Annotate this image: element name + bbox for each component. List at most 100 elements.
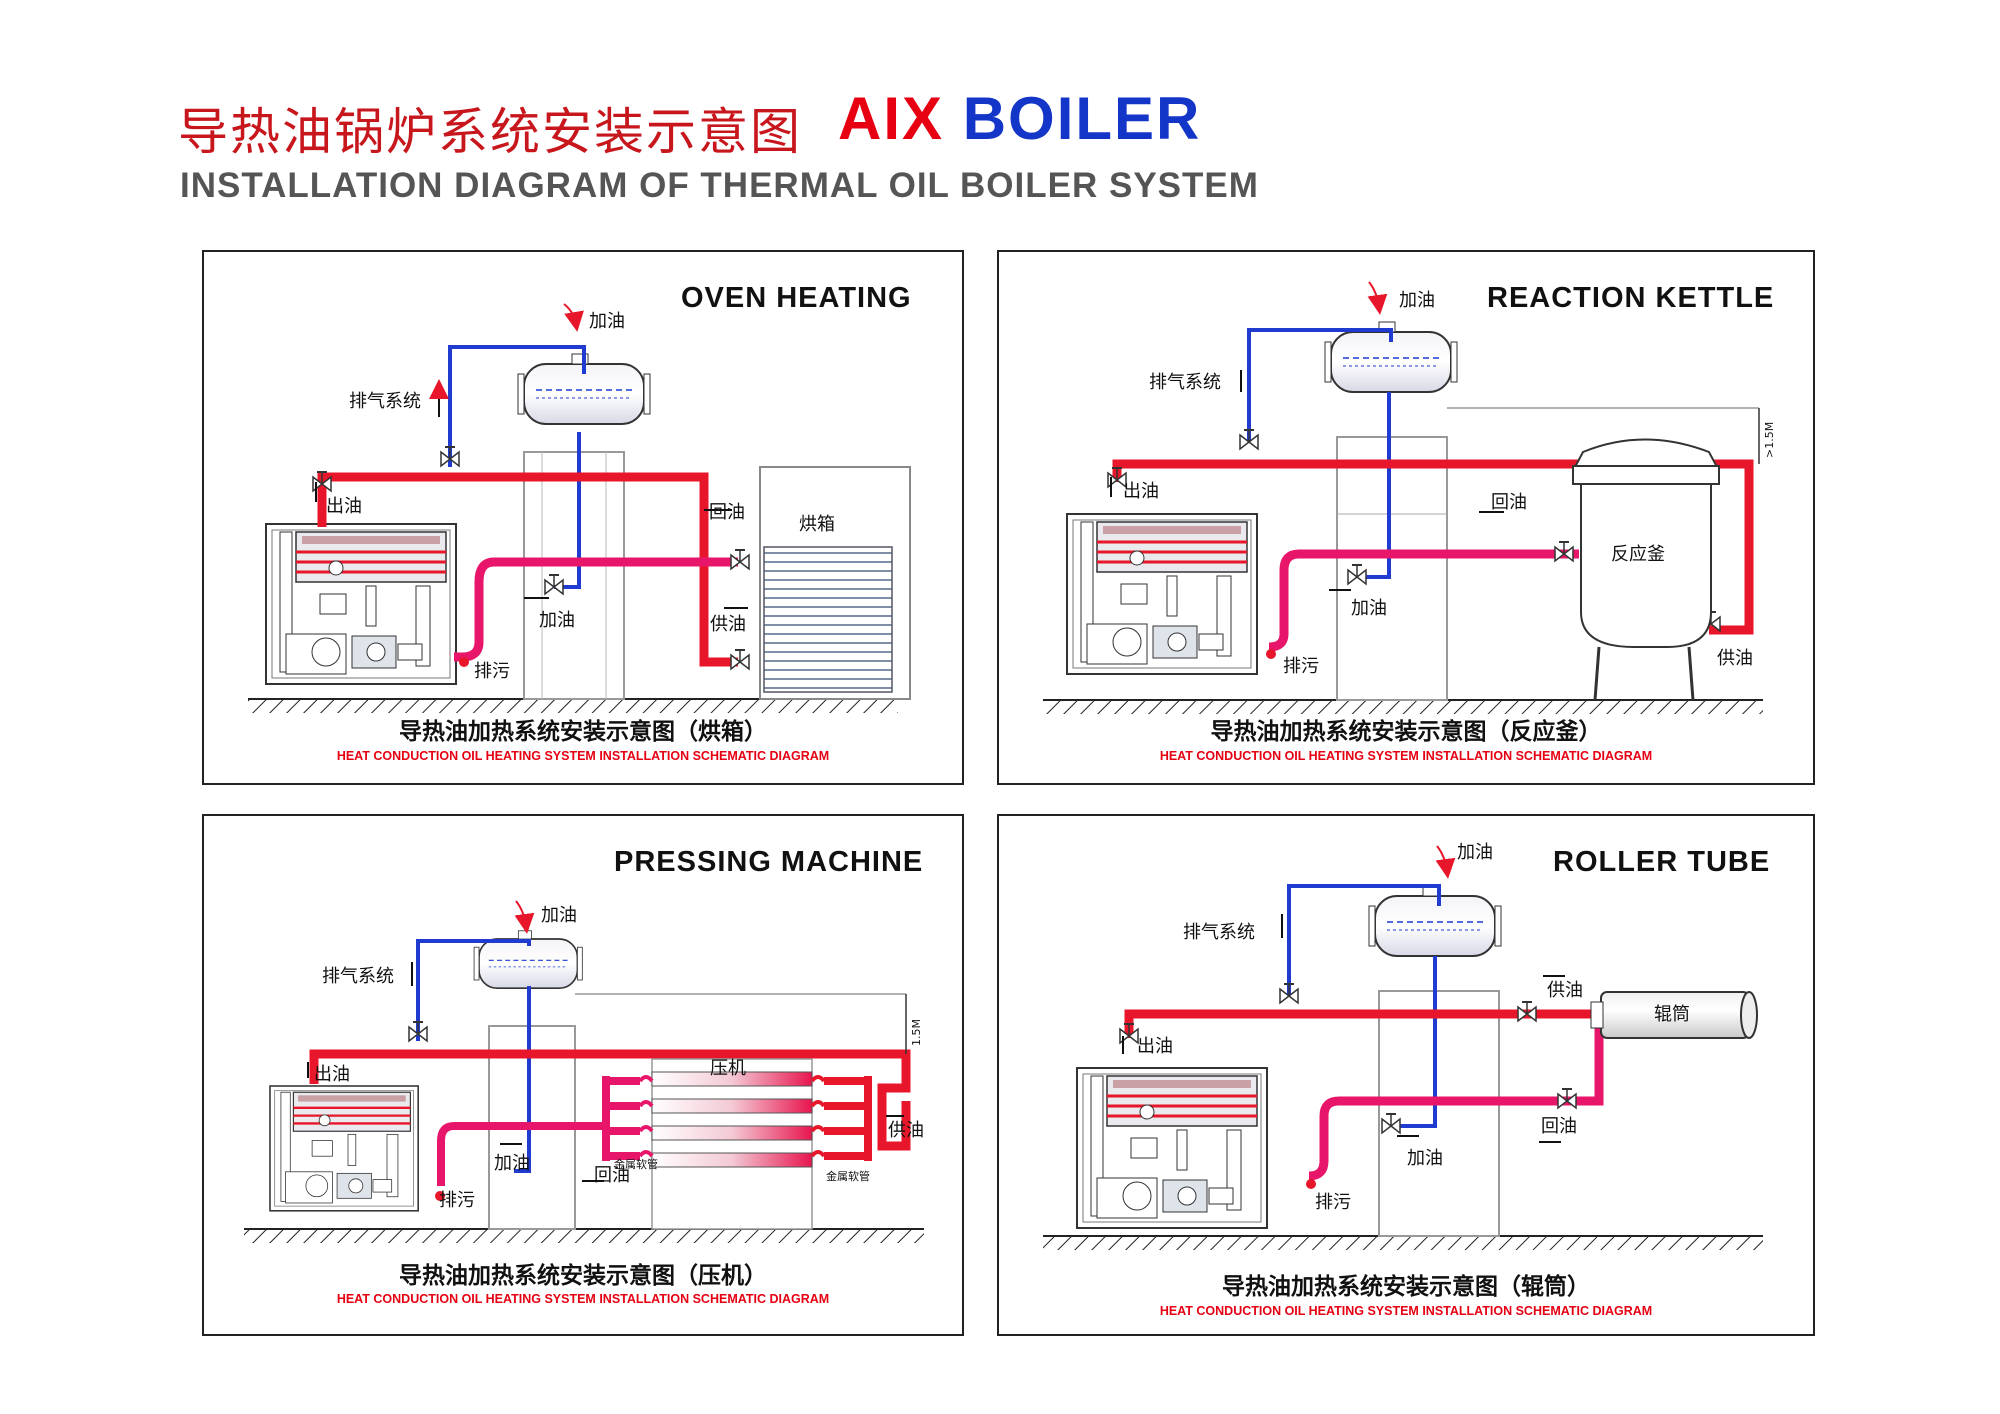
ground [248,699,898,713]
return-pipe [437,1122,606,1186]
expansion-tank [1368,885,1502,957]
ground [244,1229,924,1243]
panel-caption-en: HEAT CONDUCTION OIL HEATING SYSTEM INSTA… [336,1292,830,1306]
label-roller: 辊筒 [1654,1004,1690,1025]
label-outlet: 出油 [326,496,362,517]
panel-caption-cn: 导热油加热系统安装示意图（反应釜） [1210,719,1602,745]
drain-point [459,657,469,667]
label-outlet: 出油 [1137,1036,1173,1057]
return-manifold [602,1076,640,1161]
vent-valve [1239,429,1259,450]
label-supply: 供油 [1547,980,1583,1001]
panel-roller-tube: ROLLER TUBE 加油 排气系统 出油 供油 辊筒 回油 加油 排污 导热… [997,814,1815,1336]
panel-reaction-kettle: REACTION KETTLE 加油 排气系统 出油 回油 反应釜 加油 供油 … [997,250,1815,785]
panel-heading: ROLLER TUBE [1553,846,1771,878]
label-supply: 供油 [1717,648,1753,669]
vent-pipe [448,345,586,467]
refill-pipe [1359,392,1391,579]
return-pipe [1268,549,1579,652]
vent-pipe [1287,884,1441,996]
kettle-diagram [1043,281,1763,714]
label-return-oil: 回油 [594,1165,630,1186]
drain-point [1266,649,1276,659]
add-oil-arrow [1435,845,1456,879]
refill-pipe [514,986,531,1173]
boiler-unit [264,522,458,686]
label-add-oil: 加油 [541,905,577,926]
tank-stand [523,451,625,700]
label-height: 1.5M [910,1019,923,1046]
add-oil-arrow [1367,281,1388,315]
return-pipe [1308,1014,1604,1181]
page-title-en: INSTALLATION DIAGRAM OF THERMAL OIL BOIL… [180,166,1259,205]
label-hose-left: 金属软管 [614,1158,658,1171]
supply-pipe [317,472,738,667]
boiler-unit [1065,512,1259,676]
label-add-oil: 加油 [1457,842,1493,863]
label-return-oil: 回油 [1541,1116,1577,1137]
label-drain: 排污 [1283,656,1319,677]
panel-caption-cn: 导热油加热系统安装示意图（压机） [399,1263,767,1289]
page-title-cn: 导热油锅炉系统安装示意图 [178,103,802,161]
label-refill: 加油 [1407,1148,1443,1169]
tank-stand [1378,990,1500,1237]
brand-aix: AIX [838,85,945,152]
label-supply: 供油 [710,614,746,635]
brand-boiler: BOILER [962,85,1202,152]
panel-heading: REACTION KETTLE [1487,282,1775,314]
add-oil-arrow [563,303,584,332]
ground [1043,1236,1763,1250]
label-hose-right: 金属软管 [826,1170,870,1183]
add-oil-arrow [514,900,535,934]
supply-valve [730,649,750,670]
label-return-oil: 回油 [1491,492,1527,513]
reaction-kettle [1580,483,1712,648]
panel-caption-en: HEAT CONDUCTION OIL HEATING SYSTEM INSTA… [1159,1304,1653,1318]
supply-manifold [824,1076,872,1161]
panel-heading: OVEN HEATING [681,282,912,314]
label-oven: 烘箱 [799,514,835,535]
label-drain: 排污 [1315,1192,1351,1213]
boiler-unit [1075,1066,1269,1230]
label-vent: 排气系统 [322,966,394,987]
label-drain: 排污 [474,661,510,682]
label-add-oil: 加油 [589,311,625,332]
vent-pipe [416,939,531,1041]
label-height: >1.5M [1763,421,1776,458]
panel-caption-en: HEAT CONDUCTION OIL HEATING SYSTEM INSTA… [1159,749,1653,763]
label-outlet: 出油 [314,1064,350,1085]
label-refill: 加油 [539,610,575,631]
label-vent: 排气系统 [1149,372,1221,393]
return-valve [730,549,750,570]
panel-caption-en: HEAT CONDUCTION OIL HEATING SYSTEM INSTA… [336,749,830,763]
drain-point [435,1191,445,1201]
label-vent: 排气系统 [1183,922,1255,943]
label-vent: 排气系统 [349,391,421,412]
supply-pipe [1124,1009,1599,1038]
label-add-oil: 加油 [1399,290,1435,311]
panel-caption-cn: 导热油加热系统安装示意图（烘箱） [399,719,767,745]
panel-heading: PRESSING MACHINE [614,846,924,878]
label-kettle: 反应釜 [1611,544,1665,565]
boiler-unit [268,1084,420,1212]
panel-oven-heating: OVEN HEATING 加油 排气系统 出油 回油 烘箱 加油 供油 排污 导… [202,250,964,785]
tank-stand [1336,436,1448,701]
label-press: 压机 [710,1058,746,1079]
label-supply: 供油 [888,1120,924,1141]
label-return-oil: 回油 [709,502,745,523]
brand-logo: AIX BOILER [838,84,1201,153]
label-refill: 加油 [1351,598,1387,619]
press-diagram [244,900,924,1243]
roller-diagram [1043,845,1763,1250]
panel-pressing-machine: PRESSING MACHINE 加油 排气系统 出油 压机 加油 回油 供油 … [202,814,964,1336]
label-refill: 加油 [494,1153,530,1174]
drain-point [1306,1179,1316,1189]
oven-door [763,546,893,693]
panel-caption-cn: 导热油加热系统安装示意图（辊筒） [1222,1274,1590,1300]
supply-pipe [309,1049,911,1151]
oven-diagram [248,303,911,713]
label-drain: 排污 [439,1190,475,1211]
label-outlet: 出油 [1123,481,1159,502]
return-pipe [454,557,738,662]
ground [1043,700,1763,714]
